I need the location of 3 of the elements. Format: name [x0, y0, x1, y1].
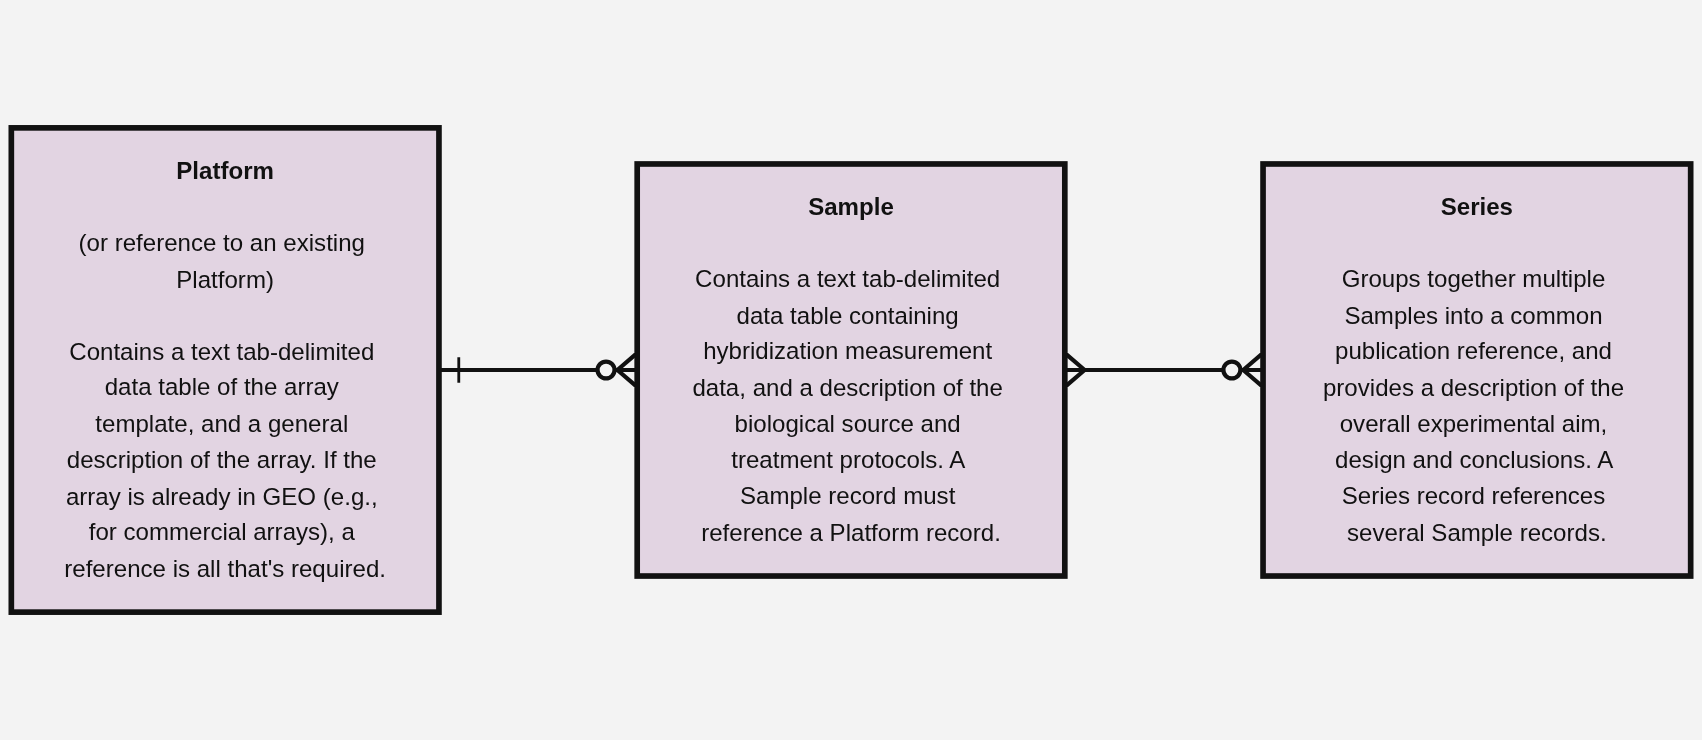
entity-box: Platform (or reference to an existing Platform) Contains a text tab-delimited data table of the array template, and a general description of the array. If the array is already in GEO (e.g., for commercial arrays), a reference is all that's required. [8, 125, 442, 615]
entity-box: Series Groups together multiple Samples into a common publication reference, and provides a description of the overall experimental aim, design and conclusions. A Series record references several Sample records. [1260, 161, 1694, 579]
entity-box: Sample Contains a text tab-delimited data table containing hybridization measurement data, and a description of the biological source and treatment protocols. A Sample record must reference a Platform record. [634, 161, 1068, 579]
